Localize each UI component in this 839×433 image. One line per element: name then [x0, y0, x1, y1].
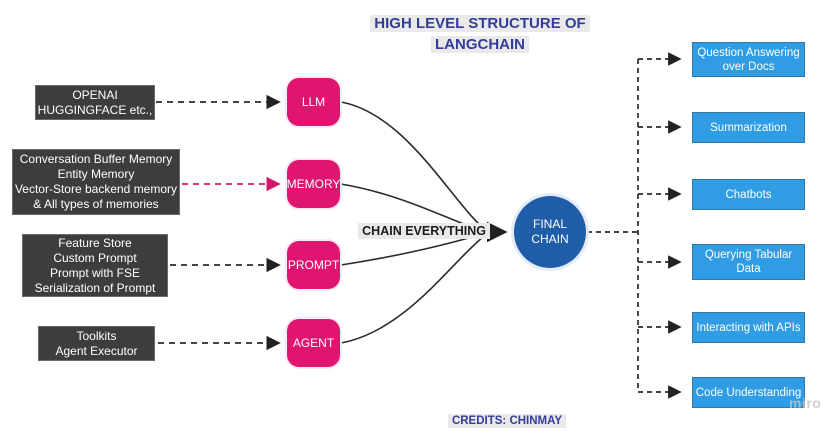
component-node-prompt: PROMPT: [287, 241, 340, 289]
credits-label: CREDITS: CHINMAY: [447, 414, 567, 428]
usecase-node-code-understanding: Code Understanding: [692, 377, 805, 408]
component-node-memory: MEMORY: [287, 160, 340, 208]
curve-llm-to-chain: [340, 101, 484, 229]
usecase-node-question-answering: Question Answering over Docs: [692, 42, 805, 77]
miro-watermark: miro: [789, 395, 822, 411]
component-node-agent: AGENT: [287, 319, 340, 367]
diagram-title: HIGH LEVEL STRUCTURE OF LANGCHAIN: [360, 13, 600, 55]
usecase-node-summarization: Summarization: [692, 112, 805, 143]
usecase-node-chatbots: Chatbots: [692, 179, 805, 210]
final-chain-node: FINAL CHAIN: [514, 196, 586, 268]
input-node-llm-providers: OPENAI HUGGINGFACE etc.,: [35, 85, 155, 120]
usecase-node-interacting-with-apis: Interacting with APIs: [692, 312, 805, 343]
input-node-prompt-types: Feature Store Custom Prompt Prompt with …: [22, 234, 168, 297]
input-node-memory-types: Conversation Buffer Memory Entity Memory…: [12, 149, 180, 215]
input-node-agent-tools: Toolkits Agent Executor: [38, 326, 155, 361]
component-node-llm: LLM: [287, 78, 340, 126]
diagram-title-text: HIGH LEVEL STRUCTURE OF LANGCHAIN: [370, 15, 590, 53]
chain-everything-label: CHAIN EVERYTHING: [358, 223, 490, 239]
usecase-node-querying-tabular-data: Querying Tabular Data: [692, 244, 805, 280]
curve-agent-to-chain: [340, 236, 484, 344]
